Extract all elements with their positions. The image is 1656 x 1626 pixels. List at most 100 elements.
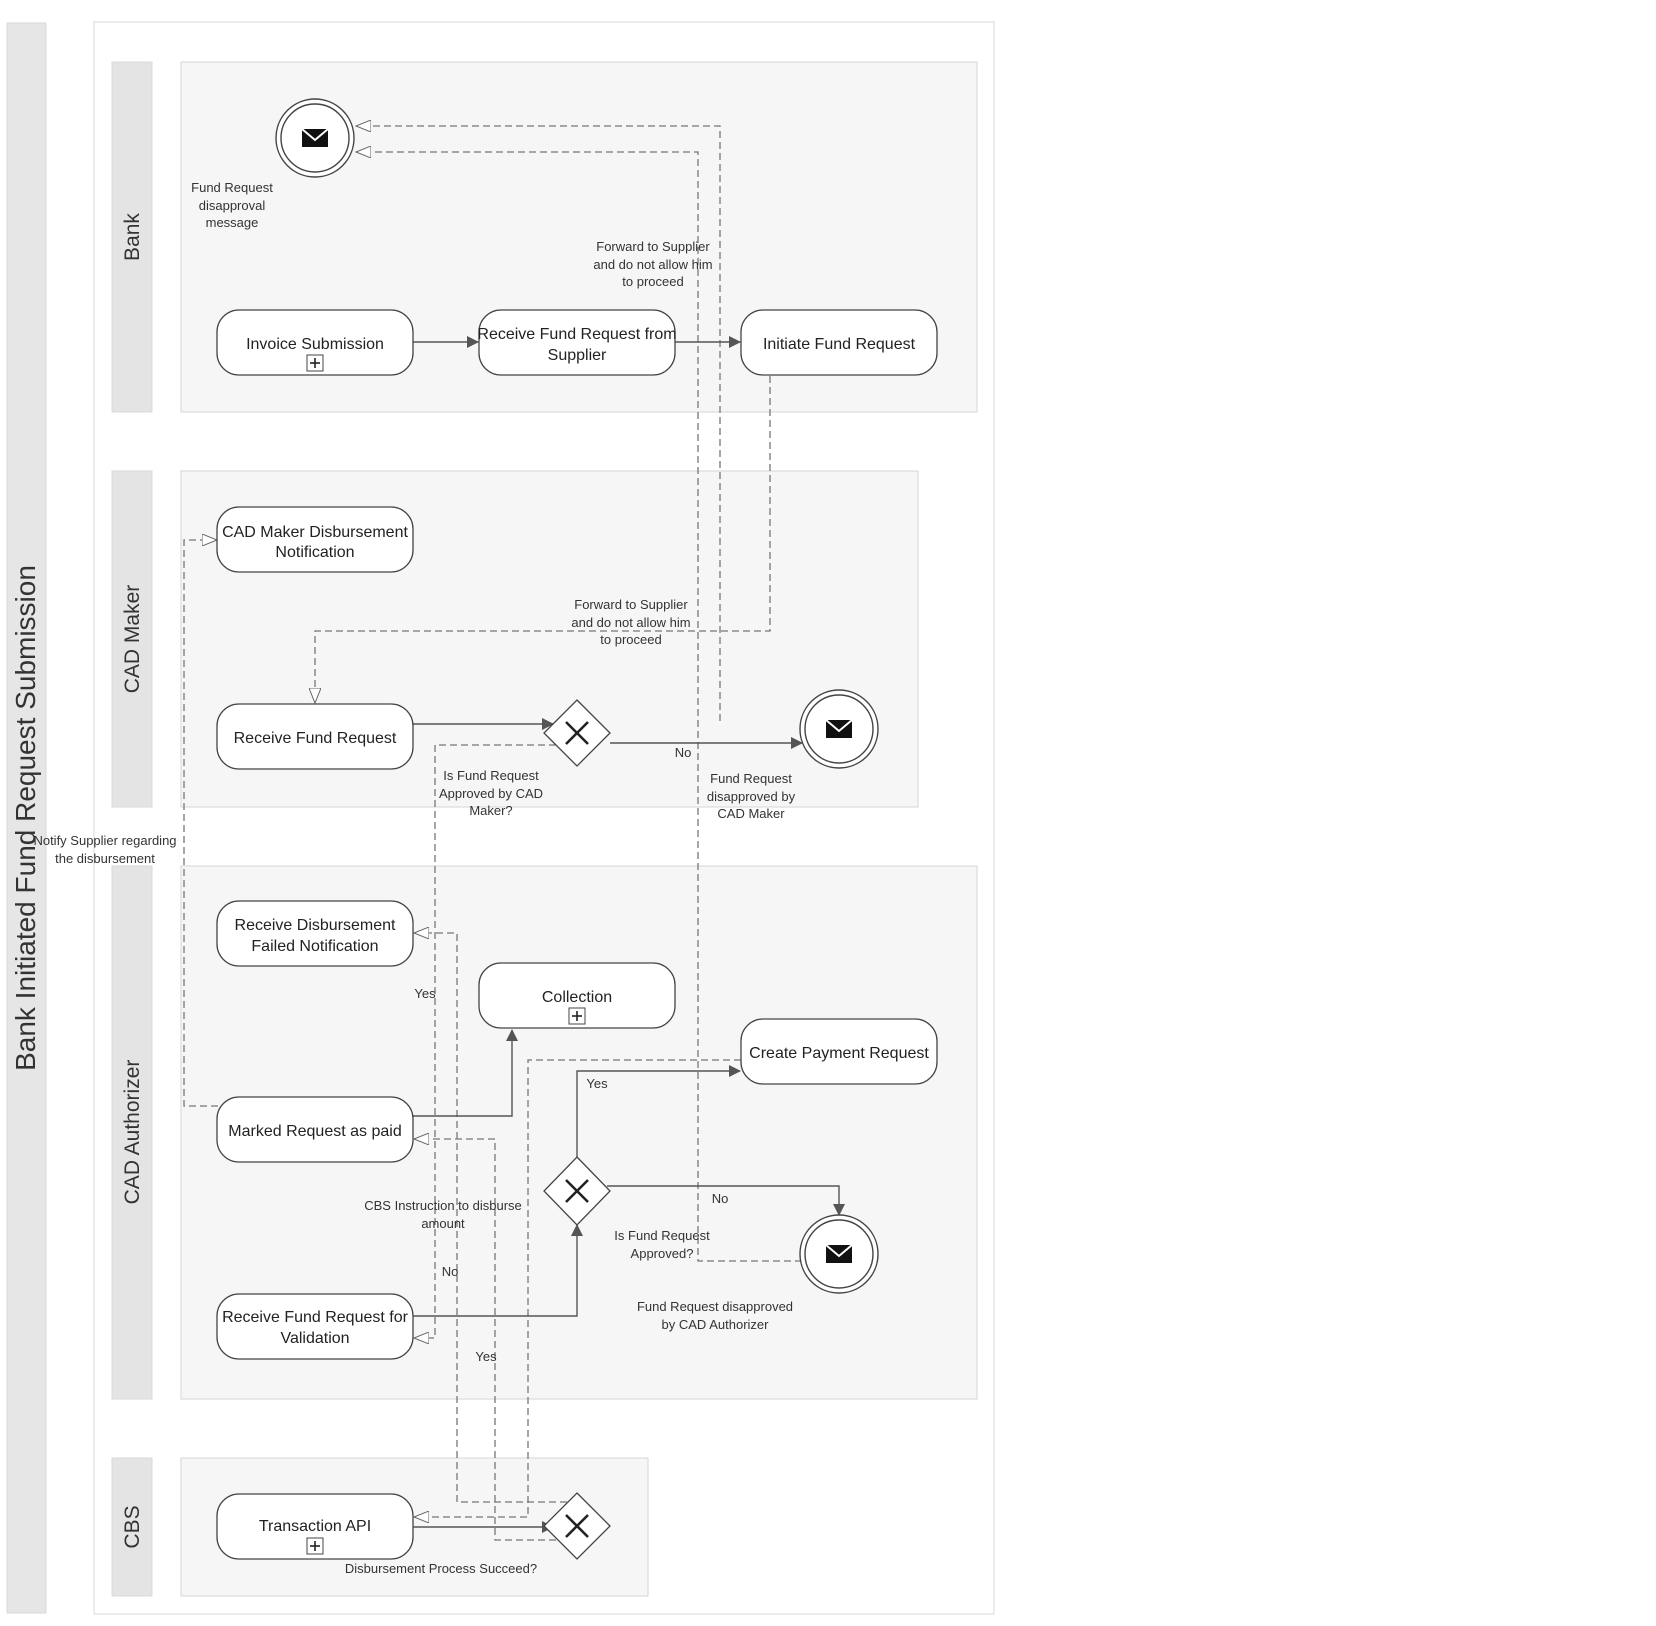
- task-label: Create Payment Request: [749, 1045, 929, 1062]
- sequence-flows: [413, 336, 845, 1533]
- event-label-line: by CAD Authorizer: [662, 1317, 770, 1332]
- flow-label-line: to proceed: [622, 274, 683, 289]
- end-event-bank-disapproval[interactable]: [275, 98, 355, 178]
- event-label-cad-maker-disapproved: Fund Request disapproved by CAD Maker: [707, 771, 796, 821]
- exclusive-x-icon: [565, 721, 589, 745]
- lane-title-bank: Bank: [121, 213, 144, 261]
- task-transaction-api[interactable]: Transaction API: [216, 1493, 414, 1560]
- event-label-cad-authorizer-disapproved: Fund Request disapproved by CAD Authoriz…: [637, 1299, 793, 1332]
- gateway-fund-request-approved[interactable]: [543, 1156, 611, 1226]
- flow-label-yes-create-payment: Yes: [586, 1076, 608, 1091]
- pool-title: Bank Initiated Fund Request Submission: [10, 565, 41, 1071]
- gateway-disbursement-succeed[interactable]: [543, 1492, 611, 1560]
- lane-title-cbs: CBS: [121, 1505, 144, 1548]
- message-flow-cbs-instruction: [414, 1059, 741, 1517]
- lane-header-cad-authorizer: [111, 865, 153, 1400]
- subprocess-marker-icon: [568, 1007, 586, 1025]
- flow-label-yes-disbursement-failed: Yes: [414, 986, 436, 1001]
- lane-header-cbs: [111, 1457, 153, 1597]
- subprocess-marker-icon: [306, 354, 324, 372]
- flow-label-line: to proceed: [600, 632, 661, 647]
- lane-title-cad-maker: CAD Maker: [121, 585, 144, 694]
- exclusive-x-icon: [565, 1179, 589, 1203]
- gateway-label-disbursement-succeed: Disbursement Process Succeed?: [345, 1561, 537, 1576]
- flow-label-forward-supplier-bank: Forward to Supplier and do not allow him…: [593, 239, 712, 289]
- task-label: Failed Notification: [251, 938, 378, 955]
- message-flow-initiate-to-cad-maker: [315, 376, 771, 703]
- task-receive-fund-request-from-supplier[interactable]: Receive Fund Request from Supplier: [477, 309, 677, 376]
- task-label: Validation: [280, 1330, 349, 1347]
- task-cad-maker-disbursement-notification[interactable]: CAD Maker Disbursement Notification: [216, 506, 414, 573]
- task-label: Collection: [542, 989, 612, 1006]
- flow-label-notify-supplier: Notify Supplier regarding the disburseme…: [33, 833, 176, 866]
- flow-label-no-authorizer: No: [712, 1191, 729, 1206]
- flow-label-line: Forward to Supplier: [574, 597, 688, 612]
- exclusive-x-icon: [565, 1514, 589, 1538]
- gateway-label-line: Approved?: [631, 1246, 694, 1261]
- flow-label-line: CBS Instruction to disburse: [364, 1198, 522, 1213]
- message-flow-cad-maker-to-bank: [356, 126, 721, 721]
- message-flows: [183, 126, 802, 1541]
- flow-label-yes-cbs: Yes: [475, 1349, 497, 1364]
- gateway-label-line: Approved by CAD: [439, 786, 543, 801]
- gateway-label-fund-request-approved: Is Fund Request Approved?: [614, 1228, 710, 1261]
- gateway-label-cad-maker-approved: Is Fund Request Approved by CAD Maker?: [439, 768, 543, 818]
- flow-label-line: Notify Supplier regarding: [33, 833, 176, 848]
- event-label-line: CAD Maker: [717, 806, 785, 821]
- task-marked-request-as-paid[interactable]: Marked Request as paid: [216, 1096, 414, 1163]
- event-label-bank-disapproval: Fund Request disapproval message: [191, 180, 273, 230]
- task-receive-fund-request-for-validation[interactable]: Receive Fund Request for Validation: [216, 1293, 414, 1360]
- lane-header-cad-maker: [111, 470, 153, 808]
- gateway-cad-maker-approved[interactable]: [543, 699, 611, 767]
- task-label: Invoice Submission: [246, 336, 384, 353]
- event-label-line: Fund Request disapproved: [637, 1299, 793, 1314]
- lane-title-cad-authorizer: CAD Authorizer: [121, 1060, 144, 1205]
- event-label-line: disapproved by: [707, 789, 796, 804]
- event-label-line: Fund Request: [191, 180, 273, 195]
- event-label-line: message: [206, 215, 259, 230]
- task-label: Marked Request as paid: [228, 1123, 401, 1140]
- task-receive-disbursement-failed-notification[interactable]: Receive Disbursement Failed Notification: [216, 900, 414, 967]
- event-label-line: Fund Request: [710, 771, 792, 786]
- task-label: Receive Fund Request for: [222, 1309, 409, 1326]
- task-invoice-submission[interactable]: Invoice Submission: [216, 309, 414, 376]
- envelope-icon: [825, 719, 853, 738]
- task-label: Transaction API: [259, 1518, 371, 1535]
- task-create-payment-request[interactable]: Create Payment Request: [740, 1018, 938, 1085]
- end-event-cad-authorizer-disapproved[interactable]: [799, 1214, 879, 1294]
- end-event-cad-maker-disapproved[interactable]: [799, 689, 879, 769]
- task-label: Notification: [275, 544, 354, 561]
- gateway-label-line: Maker?: [469, 803, 512, 818]
- gateway-label-line: Is Fund Request: [443, 768, 539, 783]
- envelope-icon: [825, 1244, 853, 1263]
- flow-label-forward-supplier-cad: Forward to Supplier and do not allow him…: [571, 597, 690, 647]
- sequence-flow-validation-to-gateway: [413, 1224, 583, 1317]
- task-initiate-fund-request[interactable]: Initiate Fund Request: [740, 309, 938, 376]
- flow-label-line: and do not allow him: [593, 257, 712, 272]
- sequence-flow-gateway-no-to-end: [607, 1185, 845, 1216]
- flow-label-line: the disbursement: [55, 851, 155, 866]
- flow-label-line: Forward to Supplier: [596, 239, 710, 254]
- gateway-label-line: Is Fund Request: [614, 1228, 710, 1243]
- sequence-flow-gateway-yes-to-payment: [576, 1065, 741, 1157]
- task-label: Initiate Fund Request: [763, 336, 916, 353]
- message-flow-disbursement-failed: [414, 933, 578, 1503]
- task-label: Receive Disbursement: [235, 917, 397, 934]
- flow-label-line: and do not allow him: [571, 615, 690, 630]
- flow-label-line: amount: [421, 1216, 465, 1231]
- flow-label-no-cad-maker: No: [675, 745, 692, 760]
- flow-label-cbs-instruction: CBS Instruction to disburse amount: [364, 1198, 522, 1231]
- pool-header: [6, 22, 47, 1614]
- envelope-icon: [301, 128, 329, 147]
- task-label: CAD Maker Disbursement: [222, 524, 408, 541]
- flow-label-no-cbs: No: [442, 1264, 459, 1279]
- event-label-line: disapproval: [199, 198, 266, 213]
- message-flow-cad-maker-approved-to-validation: [414, 744, 578, 1338]
- task-label: Supplier: [548, 347, 607, 364]
- lane-header-bank: [111, 61, 153, 413]
- task-collection[interactable]: Collection: [478, 962, 676, 1029]
- subprocess-marker-icon: [306, 1537, 324, 1555]
- task-receive-fund-request[interactable]: Receive Fund Request: [216, 703, 414, 770]
- sequence-flow-paid-to-collection: [413, 1029, 518, 1117]
